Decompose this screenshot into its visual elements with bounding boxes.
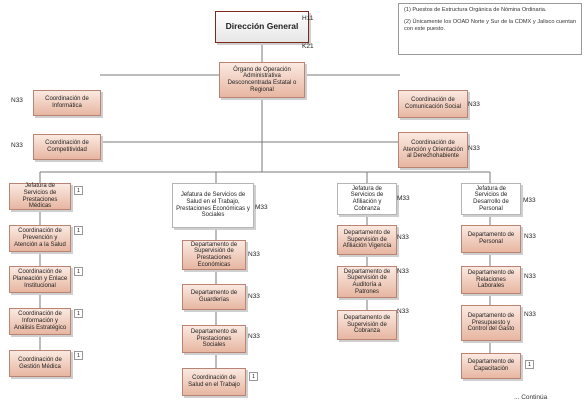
col2-item-1-box: Departamento de Supervisión de Prestacio…: [182, 240, 246, 270]
col1-item-2-label: Coordinación de Planeación y Enlace Inst…: [12, 269, 68, 289]
coordinacion-informatica-box: Coordinación de Informática: [33, 90, 101, 116]
jefatura-desarrollo-personal-box: Jefatura de Servicios de Desarrollo de P…: [461, 183, 521, 215]
coordinacion-informatica-label: Coordinación de Informática: [45, 96, 89, 109]
col1-item-4-note: 1: [74, 351, 83, 360]
organo-box: Órgano de Operación Administrativa Desco…: [219, 62, 305, 98]
col4-item-1-label: Departamento de Personal: [467, 232, 515, 245]
col3-item-1-code: N33: [397, 234, 409, 241]
col1-item-1-label: Coordinación de Prevención y Atención a …: [14, 228, 66, 248]
col4-item-4-label: Departamento de Capacitación: [467, 359, 515, 372]
col3-item-3-box: Departamento de Supervisión de Cobranza: [337, 310, 397, 340]
coordinacion-comunicacion-code: N33: [468, 101, 480, 108]
col4-item-2-label: Departamento de Relaciones Laborales: [467, 269, 515, 290]
col2-item-4-label: Coordinación de Salud en el Trabajo: [188, 375, 240, 388]
col1-item-1-box: Coordinación de Prevención y Atención a …: [9, 225, 71, 252]
col1-item-4-label: Coordinación de Gestión Médica: [18, 356, 62, 370]
col3-item-1-label: Departamento de Supervisión de Afiliació…: [342, 229, 392, 250]
col1-item-2-note: 1: [74, 267, 83, 276]
coordinacion-competitividad-label: Coordinación de Competitividad: [45, 140, 89, 153]
jefatura-desarrollo-personal-label: Jefatura de Servicios de Desarrollo de P…: [473, 185, 509, 212]
col2-item-2-box: Departamento de Guarderías: [182, 284, 246, 310]
col3-item-2-box: Departamento de Supervisión de Auditoría…: [337, 266, 397, 298]
coordinacion-comunicacion-label: Coordinación de Comunicación Social: [404, 97, 462, 110]
col2-item-3-code: N33: [248, 333, 260, 340]
col4-item-3-code: N33: [524, 311, 536, 318]
notes-box: (1) Puestos de Estructura Orgánica de Nó…: [398, 3, 582, 55]
col2-item-4-box: Coordinación de Salud en el Trabajo: [182, 368, 246, 396]
col2-item-4-note: 1: [249, 372, 258, 381]
col2-item-3-label: Departamento de Prestaciones Sociales: [190, 328, 238, 349]
col4-item-1-code: N33: [524, 233, 536, 240]
col4-item-2-code: N33: [524, 273, 536, 280]
col3-item-2-code: N33: [397, 268, 409, 275]
note-1: (1) Puestos de Estructura Orgánica de Nó…: [404, 7, 547, 13]
coordinacion-competitividad-code: N33: [11, 142, 23, 149]
col4-item-2-box: Departamento de Relaciones Laborales: [461, 266, 521, 294]
direccion-general-label: Dirección General: [225, 21, 299, 32]
coordinacion-atencion-label: Coordinación de Atención y Orientación a…: [402, 139, 464, 160]
coordinacion-atencion-code: N33: [468, 145, 480, 152]
col4-item-3-label: Departamento de Presupuesto y Control de…: [467, 312, 515, 333]
col1-item-4-box: Coordinación de Gestión Médica: [9, 350, 71, 377]
col3-item-3-code: N33: [397, 308, 409, 315]
jefatura-prestaciones-medicas-label: Jefatura de Servicios de Prestaciones Mé…: [22, 183, 58, 210]
col3-item-3-label: Departamento de Supervisión de Cobranza: [343, 314, 391, 335]
jefatura-salud-trabajo-code: M33: [255, 204, 268, 211]
direccion-general-code-a: H11: [302, 15, 314, 22]
col4-item-3-box: Departamento de Presupuesto y Control de…: [461, 305, 521, 341]
col1-item-1-note: 1: [74, 226, 83, 235]
col4-item-4-box: Departamento de Capacitación: [461, 353, 521, 379]
coordinacion-competitividad-box: Coordinación de Competitividad: [33, 134, 101, 160]
col2-item-1-code: N33: [248, 251, 260, 258]
col4-item-4-note: 1: [525, 360, 534, 369]
organo-label: Órgano de Operación Administrativa Desco…: [227, 66, 297, 93]
jefatura-prestaciones-medicas-note: 1: [74, 186, 83, 195]
col2-item-2-code: N33: [248, 293, 260, 300]
direccion-general-code-b: K21: [302, 43, 314, 50]
jefatura-salud-trabajo-box: Jefatura de Servicios de Salud en el Tra…: [172, 183, 254, 228]
col3-item-2-label: Departamento de Supervisión de Auditoría…: [343, 268, 391, 295]
jefatura-afiliacion-label: Jefatura de Servicios de Afiliación y Co…: [350, 185, 384, 212]
col1-item-3-label: Coordinación de Información y Análisis E…: [13, 311, 67, 331]
jefatura-prestaciones-medicas-box: Jefatura de Servicios de Prestaciones Mé…: [9, 183, 71, 210]
coordinacion-informatica-code: N33: [11, 97, 23, 104]
coordinacion-atencion-box: Coordinación de Atención y Orientación a…: [398, 132, 468, 168]
col2-item-3-box: Departamento de Prestaciones Sociales: [182, 325, 246, 353]
note-2: (2) Únicamente los OOAD Norte y Sur de l…: [404, 18, 576, 33]
jefatura-salud-trabajo-label: Jefatura de Servicios de Salud en el Tra…: [176, 192, 250, 219]
coordinacion-comunicacion-box: Coordinación de Comunicación Social: [398, 90, 468, 118]
col2-item-2-label: Departamento de Guarderías: [190, 290, 238, 303]
jefatura-desarrollo-personal-code: M33: [523, 197, 536, 204]
col1-item-2-box: Coordinación de Planeación y Enlace Inst…: [9, 266, 71, 293]
col3-item-1-box: Departamento de Supervisión de Afiliació…: [337, 225, 397, 255]
direccion-general-box: Dirección General: [215, 11, 309, 43]
col1-item-3-note: 1: [74, 309, 83, 318]
col4-item-1-box: Departamento de Personal: [461, 225, 521, 253]
jefatura-afiliacion-box: Jefatura de Servicios de Afiliación y Co…: [337, 183, 397, 215]
col1-item-3-box: Coordinación de Información y Análisis E…: [9, 308, 71, 335]
jefatura-afiliacion-code: M33: [397, 195, 410, 202]
col2-item-1-label: Departamento de Supervisión de Prestacio…: [190, 241, 238, 268]
continues-label: ... Continúa: [514, 394, 548, 401]
